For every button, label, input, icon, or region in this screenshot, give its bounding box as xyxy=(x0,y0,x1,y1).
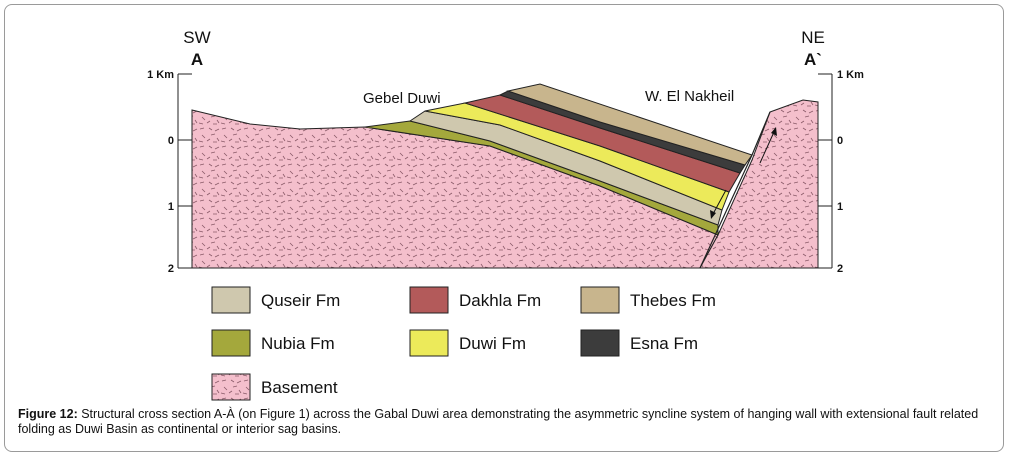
caption-text: Structural cross section A-À (on Figure … xyxy=(18,407,979,436)
fault-arrow-down xyxy=(710,189,727,219)
caption-label: Figure 12: xyxy=(18,407,78,421)
left-scale-label: 2 xyxy=(168,263,174,275)
right-scale-label: 1 Km xyxy=(837,69,864,81)
legend-swatch-esna xyxy=(580,329,620,357)
right-scale-label: 0 xyxy=(837,135,843,147)
left-direction-label: SW xyxy=(183,28,210,47)
right-scale xyxy=(818,73,833,269)
legend-label-quseir: Quseir Fm xyxy=(261,291,340,310)
legend-swatch-dakhla xyxy=(409,286,449,314)
left-point-label: A xyxy=(191,50,203,69)
left-scale xyxy=(177,73,192,269)
fault-arrow-up xyxy=(759,127,777,164)
legend-swatch-quseir xyxy=(211,286,251,314)
legend-label-esna: Esna Fm xyxy=(630,334,698,353)
legend-label-duwi: Duwi Fm xyxy=(459,334,526,353)
legend-swatch-nubia xyxy=(211,329,251,357)
right-direction-label: NE xyxy=(801,28,825,47)
legend-swatch-basement xyxy=(211,373,251,401)
left-scale-label: 1 xyxy=(168,201,174,213)
w-el-nakheil-label: W. El Nakheil xyxy=(645,88,734,105)
basement-footwall xyxy=(699,99,819,269)
legend-label-basement: Basement xyxy=(261,378,338,397)
layer-thebes xyxy=(506,83,753,166)
right-scale-label: 1 xyxy=(837,201,843,213)
gebel-duwi-label: Gebel Duwi xyxy=(363,90,441,107)
figure-caption: Figure 12: Structural cross section A-À … xyxy=(18,407,998,437)
left-scale-label: 0 xyxy=(168,135,174,147)
legend-swatch-duwi xyxy=(409,329,449,357)
left-scale-label: 1 Km xyxy=(147,69,174,81)
legend-label-nubia: Nubia Fm xyxy=(261,334,335,353)
right-scale-label: 2 xyxy=(837,263,843,275)
legend-swatch-thebes xyxy=(580,286,620,314)
fault-line xyxy=(699,111,771,269)
right-point-label: A` xyxy=(804,50,822,69)
legend-label-thebes: Thebes Fm xyxy=(630,291,716,310)
legend-label-dakhla: Dakhla Fm xyxy=(459,291,541,310)
